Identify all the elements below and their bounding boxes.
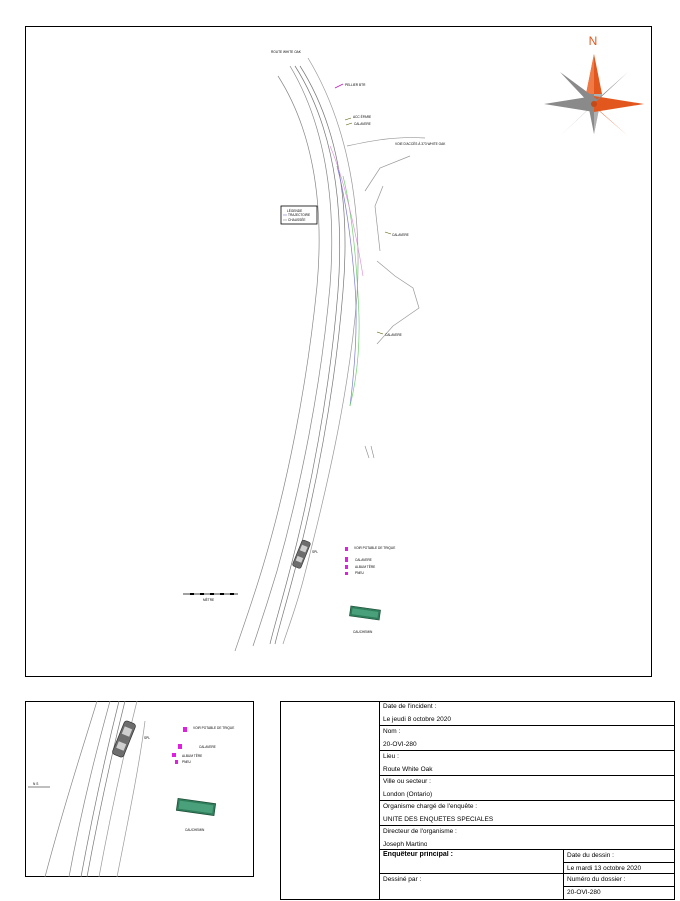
- main-map: ROUTE WHITE OAK PELLIER BTR ACC ÉPARE CA…: [183, 50, 446, 652]
- inset-bus-label: CAUCHEMIN: [185, 828, 205, 832]
- road-edge-left: [234, 75, 320, 652]
- nom-value: 20-OVI-280: [383, 741, 417, 748]
- marker-label-3: ALBUM TÊRE: [355, 564, 375, 569]
- main-map-frame: [25, 26, 652, 677]
- map-label-4: VOIE D'ACCÈS À 373 WHITE OAK: [395, 141, 446, 146]
- scale-label: MÈTRE: [203, 597, 214, 602]
- bus-icon: [349, 605, 381, 621]
- directeur-label: Directeur de l'organisme :: [383, 828, 457, 835]
- inset-marker-label-4: PNEU: [182, 760, 192, 764]
- numero-label: Numéro du dossier :: [567, 876, 626, 883]
- road-name-label: ROUTE WHITE OAK: [271, 50, 302, 54]
- legend-box: [280, 205, 318, 225]
- vehicle-icon: [292, 539, 311, 569]
- nom-label: Nom :: [383, 728, 401, 735]
- trajectory-blue: [336, 165, 357, 407]
- inset-marker-label-2: CALAVERE: [199, 745, 216, 749]
- scale-bar: [183, 593, 238, 595]
- map-label-5: CALAVERE: [392, 233, 409, 237]
- organisme-label: Organisme chargé de l'enquête :: [383, 803, 478, 810]
- compass-north-letter: N: [589, 34, 598, 48]
- tire-marks: [364, 445, 375, 459]
- inset-map-frame: [25, 701, 254, 877]
- legend-item-2: CHAUSSÉE: [288, 217, 306, 222]
- dessine-label: Dessiné par :: [383, 876, 422, 883]
- inset-map: SPL VOIR POTABLE DE TRIQUE CALAVERE ALBU…: [28, 701, 234, 877]
- bus-label: CAUCHEMIN: [353, 630, 373, 634]
- marker-label-1: VOIR POTABLE DE TRIQUE: [354, 546, 395, 550]
- map-label-1: PELLIER BTR: [345, 83, 366, 87]
- legend-title: LÉGENDE: [287, 208, 302, 213]
- inset-vehicle-icon: [112, 720, 136, 758]
- map-label-3: CALAVERE: [354, 122, 371, 126]
- marker-label-4: PNEU: [355, 571, 365, 575]
- date-incident-value: Le jeudi 8 octobre 2020: [383, 716, 451, 723]
- date-incident-label: Date de l'incident :: [383, 703, 437, 710]
- trajectory-green: [342, 175, 360, 407]
- enqueteur-label: Enquêteur principal :: [383, 851, 454, 858]
- directeur-value: Joseph Martino: [383, 841, 428, 848]
- road-edge-center: [269, 65, 340, 645]
- vehicle-label: SPL: [312, 550, 318, 554]
- ville-label: Ville ou secteur :: [383, 778, 431, 785]
- driveway-outline: [346, 137, 426, 345]
- map-label-2: ACC ÉPARE: [353, 114, 371, 119]
- road-edge-right: [282, 57, 359, 645]
- date-dessin-value: Le mardi 13 octobre 2020: [567, 865, 642, 872]
- inset-bus-icon: [175, 798, 217, 816]
- trajectory-pink: [329, 145, 364, 277]
- lieu-value: Route White Oak: [383, 766, 433, 773]
- road-edge-center-2: [274, 65, 346, 645]
- inset-marker-label-1: VOIR POTABLE DE TRIQUE: [193, 726, 234, 730]
- inset-marker-label-3: ALBUM TÊRE: [182, 753, 202, 758]
- marker-label-2: CALAVERE: [355, 558, 372, 562]
- organisme-value: UNITÉ DES ENQUÊTES SPÉCIALES: [383, 816, 494, 823]
- lieu-label: Lieu :: [383, 753, 399, 760]
- inset-scale-label: N S: [33, 782, 38, 786]
- ville-value: London (Ontario): [383, 791, 433, 798]
- map-label-6: CALAVERE: [385, 333, 402, 337]
- date-dessin-label: Date du dessin :: [567, 852, 614, 859]
- legend-item-1: TRAJECTOIRE: [288, 213, 310, 217]
- numero-value: 20-OVI-280: [567, 889, 601, 896]
- compass-rose: N: [544, 34, 644, 136]
- inset-vehicle-label: SPL: [144, 736, 150, 740]
- road-edge-left-2: [252, 65, 333, 647]
